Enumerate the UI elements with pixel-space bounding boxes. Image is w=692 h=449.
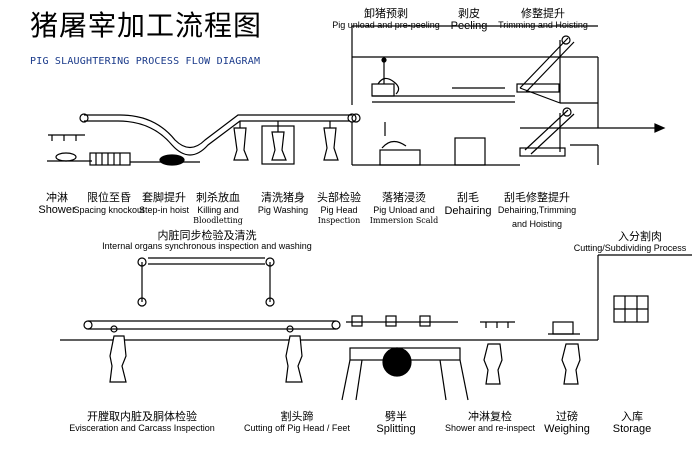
bottom-carcasses — [109, 335, 581, 385]
step-killing-en: Killing and — [197, 205, 239, 215]
step-shower-en: Shower — [38, 204, 76, 216]
cutting-cn: 入分割肉 — [618, 230, 662, 243]
upper-rail — [351, 25, 666, 165]
step-splitting-cn: 劈半 — [385, 410, 407, 423]
step-head-inspect-cn: 头部检验 — [317, 191, 361, 204]
hoist-pig — [159, 154, 185, 166]
bottom-conveyor — [60, 254, 692, 341]
step-dehairing-en: Dehairing — [444, 205, 492, 217]
organs-en: Internal organs synchronous inspection a… — [102, 241, 312, 251]
step-killing-cn: 刺杀放血 — [196, 191, 240, 204]
step-hoist-cn: 套脚提升 — [142, 191, 186, 204]
step-knockout-cn: 限位至昏 — [87, 191, 131, 204]
step-dehair-trim-cn: 刮毛修整提升 — [504, 191, 570, 204]
peeling-conveyor — [371, 57, 515, 103]
lower-elevator — [519, 107, 575, 157]
step-shower-cn: 冲淋 — [46, 191, 68, 204]
step-storage-cn: 入库 — [621, 410, 643, 423]
step-weighing-en: Weighing — [544, 423, 590, 435]
step-trimming-cn: 修整提升 — [521, 7, 565, 20]
title-cn: 猪屠宰加工流程图 — [30, 9, 263, 42]
step-washing-cn: 清洗猪身 — [261, 191, 305, 204]
step-reinspect-cn: 冲淋复检 — [468, 410, 512, 423]
step-storage-en: Storage — [612, 423, 652, 435]
step-splitting-en: Splitting — [376, 423, 416, 435]
step-trimming-en: Trimming and Hoisting — [498, 20, 588, 30]
reinspect-nozzles — [480, 321, 515, 328]
step-scald-cn: 落猪浸烫 — [382, 191, 426, 204]
step-unload-cn: 卸猪预剥 — [364, 7, 408, 20]
step-hoist-en: Step-in hoist — [138, 205, 190, 215]
upper-elevator — [516, 35, 575, 104]
step-scald-en2: Immersion Scald — [369, 216, 439, 225]
splitting-machine — [341, 315, 469, 401]
step-killing-en2: Bloodletting — [193, 216, 243, 225]
step-peeling-en: Peeling — [450, 20, 488, 32]
cutting-en: Cutting/Subdividing Process — [573, 243, 687, 253]
step-weighing-cn: 过磅 — [556, 410, 578, 423]
step-cut-head-cn: 割头蹄 — [280, 410, 314, 423]
hanging-carcasses — [233, 121, 339, 165]
organs-cn: 内脏同步检验及清洗 — [157, 229, 257, 242]
step-dehairing-cn: 刮毛 — [457, 191, 479, 204]
step-evisceration-en: Evisceration and Carcass Inspection — [69, 423, 215, 433]
step-head-inspect-en2: Inspection — [317, 216, 361, 225]
step-dehair-trim-en2: and Hoisting — [511, 219, 563, 229]
step-knockout-en: Spacing knockout — [73, 205, 145, 215]
step-unload-en: Pig unload and pre-peeling — [332, 20, 440, 30]
step-peeling-cn: 剥皮 — [458, 7, 480, 20]
step-scald-en: Pig Unload and — [373, 205, 435, 215]
step-washing-en: Pig Washing — [257, 205, 309, 215]
weighing-scale — [548, 321, 580, 335]
step-cut-head-en: Cutting off Pig Head / Feet — [244, 423, 350, 433]
title-en: PIG SLAUGHTERING PROCESS FLOW DIAGRAM — [30, 56, 261, 67]
step-head-inspect-en: Pig Head — [320, 205, 358, 215]
top-conveyor-loop — [79, 113, 361, 156]
scald-tank — [351, 122, 520, 166]
storage-cabinet — [613, 295, 649, 323]
step-dehair-trim-en: Dehairing,Trimming — [497, 205, 577, 215]
step-evisceration-cn: 开膛取内脏及胴体检验 — [87, 410, 197, 423]
shower-nozzles — [47, 134, 92, 162]
step-reinspect-en: Shower and re-inspect — [444, 423, 536, 433]
organ-conveyor — [137, 257, 275, 307]
